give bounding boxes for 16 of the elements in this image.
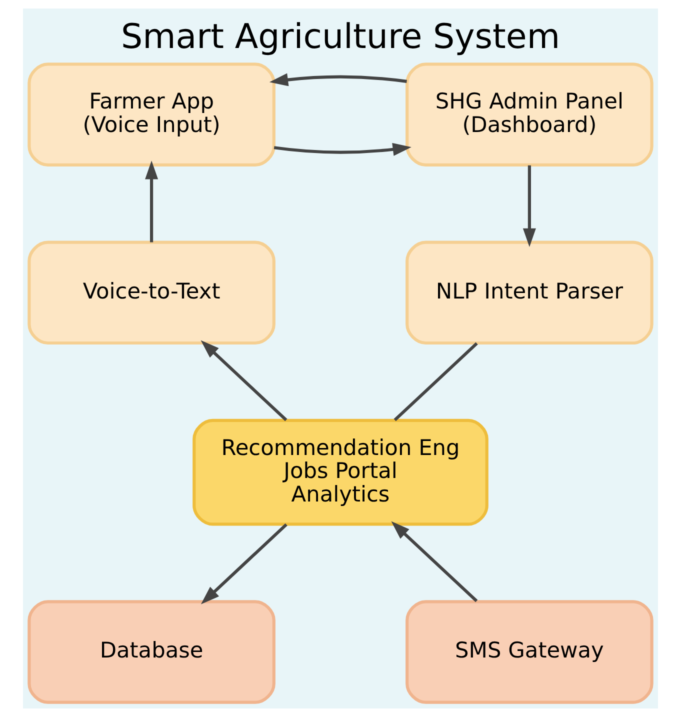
arrow <box>200 523 287 604</box>
node-box: SHG Admin Panel (Dashboard) <box>405 62 653 166</box>
node-box: Voice-to-Text <box>27 240 275 345</box>
node-box: Farmer App (Voice Input) <box>27 62 275 166</box>
node-box: SMS Gateway <box>405 600 653 704</box>
arrow <box>200 340 287 422</box>
arrow <box>144 160 158 242</box>
node-box: NLP Intent Parser <box>405 240 653 345</box>
node-box: Recommendation Eng Jobs Portal Analytics <box>192 418 488 526</box>
node-box: Database <box>27 600 275 704</box>
connector <box>393 342 478 422</box>
arrow <box>273 142 411 156</box>
arrow <box>268 73 406 86</box>
diagram-title: Smart Agriculture System <box>120 17 560 58</box>
arrow <box>390 521 478 602</box>
arrow <box>522 165 536 247</box>
